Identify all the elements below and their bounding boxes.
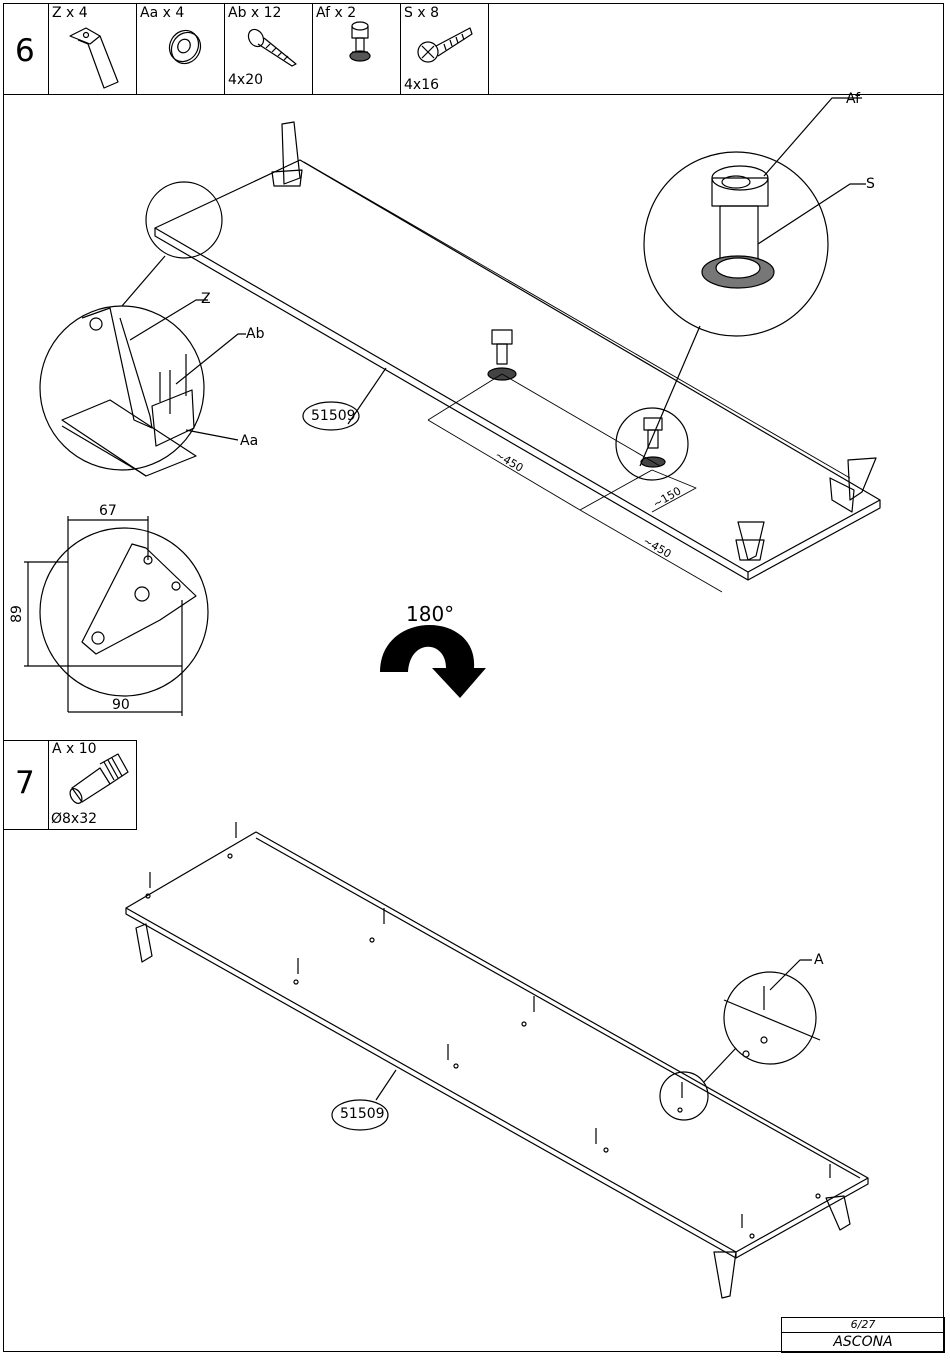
zoom-leg-corner [39,181,387,477]
rotate-arrow-icon [380,624,486,698]
screw-icon [247,28,297,67]
zoom-center-foot [615,407,689,481]
callout-z: Z [201,291,211,307]
callout-a: A [814,952,824,968]
part-s-size: 4x16 [404,77,440,93]
page-number: 6/27 [850,1318,876,1331]
step7-number-box [3,740,49,830]
zoom-dowel-detail [375,959,821,1121]
bracket-dim-89: 89 [8,605,25,623]
footer-divider [782,1332,944,1333]
step6-panel [154,159,881,581]
step7-number: 7 [15,765,35,801]
adjustable-foot-icon [349,21,371,62]
part-s-label: S x 8 [404,5,439,21]
bracket-dim-90: 90 [112,697,130,713]
callout-ab: Ab [246,326,265,342]
washer-icon [168,29,202,65]
step7-panel-code: 51509 [340,1106,385,1122]
part-af-label: Af x 2 [316,5,357,21]
part-a-label: A x 10 [52,741,97,757]
callout-aa: Aa [240,433,259,449]
step6-part-aa [136,3,225,95]
bracket-dim-detail [24,516,209,716]
part-aa-label: Aa x 4 [140,5,185,21]
part-ab-label: Ab x 12 [228,5,282,21]
step7-panel [125,831,869,1299]
step7-dowels [145,822,831,1239]
bracket-dim-67: 67 [99,503,117,519]
part-a-size: Ø8x32 [51,811,98,827]
callout-af: Af [846,91,861,107]
leg-bracket-icon [69,27,119,89]
step6-part-s [400,3,489,95]
product-name: ASCONA [833,1334,893,1350]
zoom-foot-detail [639,97,866,467]
step7-part-a [48,740,137,830]
rotate-label: 180° [406,602,455,626]
dimension-lines [303,161,851,593]
step6-number: 6 [15,33,35,69]
dowel-icon [69,753,129,804]
step6-legs [271,121,877,561]
step6-header-bottom-rule [3,94,944,95]
callout-s: S [866,176,875,192]
countersunk-screw-icon [417,27,473,63]
step6-panel-code: 51509 [311,408,356,424]
step7-panel-code-oval [331,1099,389,1131]
footer-box: 6/27 ASCONA [781,1317,945,1353]
part-z-label: Z x 4 [52,5,88,21]
step6-panel-code-oval [302,401,360,431]
step6-center-feet [487,329,666,468]
part-ab-size: 4x20 [228,72,264,88]
